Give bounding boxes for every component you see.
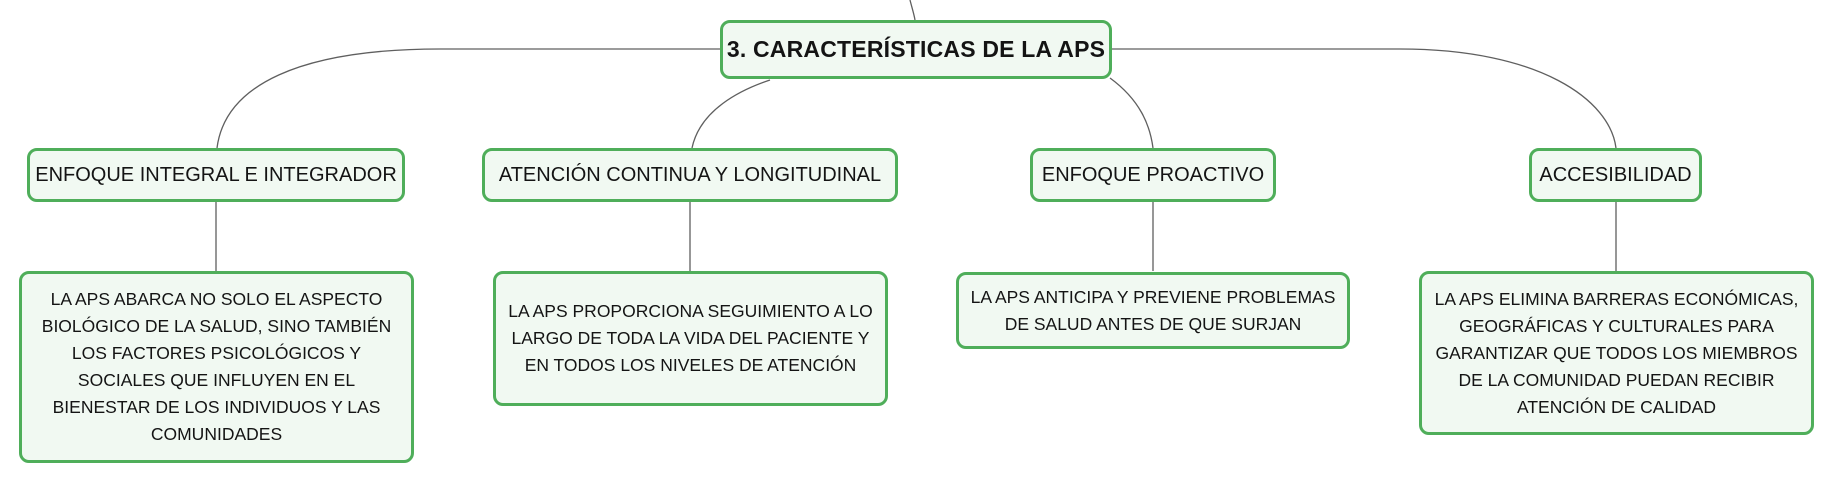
root-topic[interactable]: 3. CARACTERÍSTICAS DE LA APS [720, 20, 1112, 79]
description-accesibilidad[interactable]: LA APS ELIMINA BARRERAS ECONÓMICAS, GEOG… [1419, 271, 1814, 435]
description-text: LA APS ANTICIPA Y PREVIENE PROBLEMAS DE … [970, 286, 1336, 334]
description-text: LA APS PROPORCIONA SEGUIMIENTO A LO LARG… [508, 301, 873, 375]
root-topic-label: 3. CARACTERÍSTICAS DE LA APS [726, 36, 1106, 62]
branch-topic-label: ACCESIBILIDAD [1539, 163, 1692, 186]
connector-root-to-branch-1 [216, 48, 720, 149]
branch-topic-label: ENFOQUE INTEGRAL E INTEGRADOR [35, 163, 397, 186]
connector-parent-to-root [909, 0, 916, 21]
branch-topic-accesibilidad[interactable]: ACCESIBILIDAD [1529, 148, 1702, 202]
description-enfoque-proactivo[interactable]: LA APS ANTICIPA Y PREVIENE PROBLEMAS DE … [956, 272, 1350, 349]
description-enfoque-integral[interactable]: LA APS ABARCA NO SOLO EL ASPECTO BIOLÓGI… [19, 271, 414, 463]
description-text: LA APS ELIMINA BARRERAS ECONÓMICAS, GEOG… [1434, 288, 1799, 417]
branch-topic-label: ENFOQUE PROACTIVO [1041, 163, 1265, 186]
branch-topic-label: ATENCIÓN CONTINUA Y LONGITUDINAL [498, 163, 882, 186]
connector-root-to-branch-3 [1109, 77, 1154, 149]
branch-topic-enfoque-integral[interactable]: ENFOQUE INTEGRAL E INTEGRADOR [27, 148, 405, 202]
description-atencion-continua[interactable]: LA APS PROPORCIONA SEGUIMIENTO A LO LARG… [493, 271, 888, 406]
connector-root-to-branch-2 [691, 79, 771, 149]
connector-root-to-branch-4 [1112, 48, 1617, 149]
description-text: LA APS ABARCA NO SOLO EL ASPECTO BIOLÓGI… [41, 289, 392, 444]
branch-topic-atencion-continua[interactable]: ATENCIÓN CONTINUA Y LONGITUDINAL [482, 148, 898, 202]
branch-topic-enfoque-proactivo[interactable]: ENFOQUE PROACTIVO [1030, 148, 1276, 202]
